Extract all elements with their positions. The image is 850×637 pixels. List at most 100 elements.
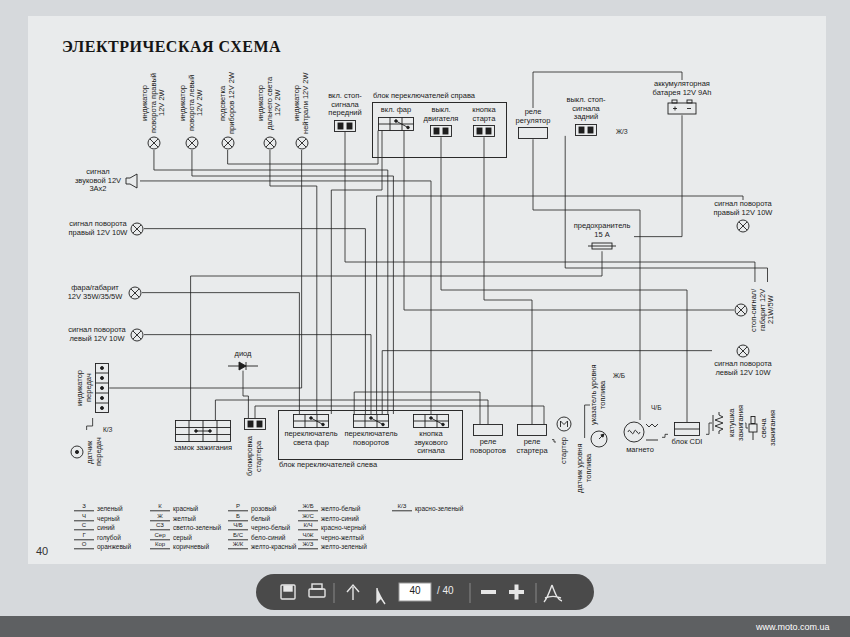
- legend-line-sample: [150, 541, 170, 550]
- legend-line-sample: [74, 503, 94, 512]
- symbol-part: [675, 423, 700, 436]
- component-label: подсветка приборов 12V 2W: [219, 72, 236, 134]
- color-code: Б: [228, 513, 248, 519]
- horn-symbol: [126, 174, 137, 188]
- legend-text: черно-желтый: [321, 534, 364, 541]
- component: реле регулятор: [510, 108, 556, 139]
- legend-line-sample: [74, 522, 94, 531]
- legend-line: [150, 520, 170, 521]
- color-code: Ж/К: [228, 541, 248, 547]
- component-label: выкл. стоп-сигнала задний: [560, 96, 612, 122]
- legend-text: красный: [173, 505, 198, 512]
- component-label: сигнал поворота правый 12V 10W: [68, 220, 128, 237]
- component-label: стартер: [560, 434, 569, 468]
- symbol-part: [96, 393, 109, 394]
- component-label: индикатор нейтрали 12V 2W: [293, 72, 310, 134]
- legend-line-sample: [228, 513, 248, 522]
- wire: [484, 137, 532, 424]
- symbol-part: [646, 424, 658, 440]
- symbol-part: [150, 139, 158, 147]
- symbol-part: [196, 431, 210, 432]
- conn-symbol: [473, 125, 495, 137]
- component: указатель уровня топлива: [590, 362, 608, 448]
- legend-line: [298, 529, 318, 530]
- component: переключатель света фар: [282, 414, 340, 447]
- color-code: К: [150, 503, 170, 509]
- wire: [228, 131, 378, 164]
- component: индикатор передач: [76, 358, 109, 418]
- conn5-symbol: [96, 364, 109, 413]
- symbol-part: [443, 128, 448, 134]
- legend-line: [298, 539, 318, 540]
- symbol-part: [737, 306, 745, 314]
- component-label: свеча зажигания: [760, 400, 777, 456]
- legend-line-sample: [298, 532, 318, 541]
- lamp-symbol: [734, 303, 748, 317]
- symbol-part: [354, 415, 389, 428]
- wire: [634, 115, 682, 236]
- symbol-part: [434, 128, 439, 134]
- zoom-out-icon: [481, 590, 496, 594]
- wire: [87, 418, 93, 430]
- page-number: 40: [36, 545, 48, 558]
- component-label: сигнал поворота левый 12V 10W: [66, 326, 128, 343]
- wire: [331, 131, 382, 414]
- component-label: датчик передач: [86, 430, 103, 474]
- wire: [533, 139, 640, 420]
- wire: [745, 423, 748, 428]
- page: [28, 16, 826, 564]
- diagram-title: ЭЛЕКТРИЧЕСКАЯ СХЕМА: [62, 38, 281, 56]
- symbol-part: [248, 421, 253, 427]
- symbol-part: [101, 377, 104, 380]
- table-symbol: [413, 414, 449, 428]
- component-label: реле поворотов: [468, 438, 508, 455]
- component: сигнал поворота левый 12V 10W: [66, 326, 144, 343]
- legend-line: [392, 510, 412, 511]
- plug-symbol: [748, 416, 758, 440]
- symbol-part: [579, 127, 584, 133]
- lamp-symbol: [737, 220, 749, 232]
- component: индикатор дальнего света 12V 2W: [257, 72, 283, 150]
- component-label: вкл. фар: [376, 106, 416, 115]
- conn-symbol: [431, 126, 452, 137]
- symbol-part: [371, 418, 383, 425]
- legend-text: светло-зеленый: [173, 524, 221, 531]
- symbol-part: [431, 126, 452, 137]
- battery-symbol: [667, 99, 697, 115]
- wire: [140, 181, 431, 414]
- lamp-symbol: [295, 136, 309, 150]
- legend-line: [74, 529, 94, 530]
- plug-symbol: [749, 417, 757, 441]
- lamp-symbol: [128, 286, 142, 300]
- symbol-part: [675, 107, 676, 111]
- legend-line-sample: [228, 503, 248, 512]
- legend-line: [228, 539, 248, 540]
- lamp-symbol: [130, 222, 144, 236]
- component-label: фара/габарит 12V 35W/35/5W: [64, 284, 126, 301]
- symbol-part: [148, 137, 160, 149]
- lamp-symbol: [222, 137, 234, 149]
- symbol-part: [305, 415, 306, 428]
- relay-symbol: [519, 128, 548, 139]
- symbol-part: [687, 108, 691, 109]
- symbol-part: [189, 421, 190, 442]
- wire: [144, 335, 371, 414]
- symbol-part: [223, 139, 231, 147]
- symbol-part: [101, 367, 104, 370]
- symbol-part: [477, 128, 482, 134]
- symbol-part: [96, 364, 109, 413]
- component-label: индикатор передач: [76, 358, 93, 418]
- symbol-part: [246, 362, 247, 370]
- symbol-part: [131, 329, 143, 341]
- legend-line-sample: [150, 522, 170, 531]
- symbol-part: [129, 287, 141, 299]
- color-code: Сер: [150, 532, 170, 538]
- legend-line-sample: [228, 541, 248, 550]
- symbol-part: [150, 139, 158, 147]
- lamp-symbol: [186, 137, 198, 149]
- component: магнето: [618, 420, 662, 455]
- symbol-part: [96, 383, 109, 384]
- bezel-strip: [0, 616, 850, 637]
- component-label: указатель уровня топлива: [590, 362, 607, 428]
